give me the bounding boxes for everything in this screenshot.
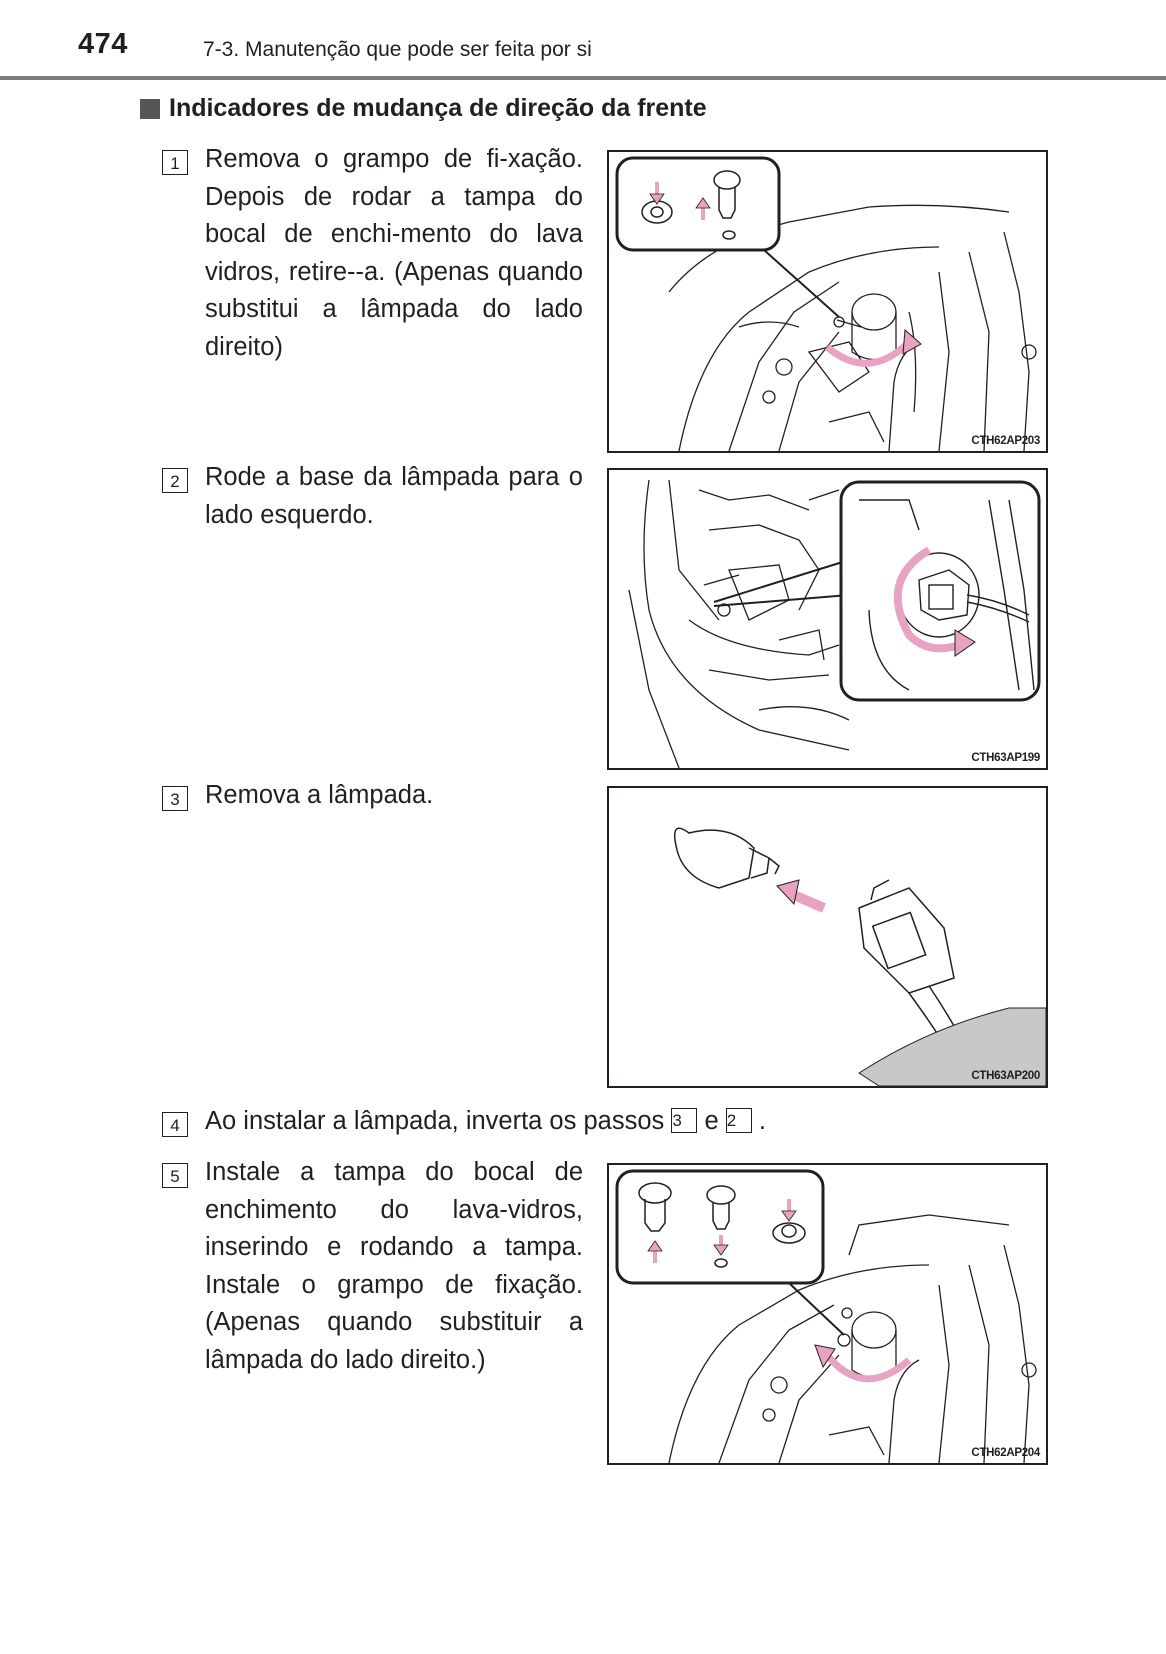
bulb-removal-illustration <box>674 827 1046 1086</box>
bulb-base-illustration <box>628 479 1041 768</box>
figure-step-5: CTH62AP204 <box>607 1163 1048 1465</box>
section-square-icon <box>140 98 160 119</box>
figure-step-3: CTH63AP200 <box>607 786 1048 1088</box>
step-number-3: 3 <box>162 786 188 811</box>
washer-cap-illustration <box>615 156 1037 451</box>
step-text-3: Remova a lâmpada. <box>205 781 434 809</box>
figure-code-5: CTH62AP204 <box>971 1447 1040 1459</box>
step-number-4: 4 <box>162 1112 188 1137</box>
section-title: Indicadores de mudança de direção da fre… <box>140 94 707 123</box>
step-text-5: Instale a tampa do bocal de enchimento d… <box>205 1158 583 1374</box>
chapter-title: 7-3. Manutenção que pode ser feita por s… <box>203 38 592 61</box>
step-ref-3: 3 <box>671 1108 698 1133</box>
figure-code-2: CTH63AP199 <box>971 752 1040 764</box>
step-4-text-between: e <box>704 1107 719 1135</box>
step-4-text-after: . <box>758 1107 766 1135</box>
section-title-text: Indicadores de mudança de direção da fre… <box>169 94 707 122</box>
figure-step-2: CTH63AP199 <box>607 468 1048 770</box>
figure-code-3: CTH63AP200 <box>971 1070 1040 1082</box>
figure-code-1: CTH62AP203 <box>971 435 1040 447</box>
step-number-1: 1 <box>162 150 188 175</box>
step-ref-2: 2 <box>725 1108 752 1133</box>
step-text-2: Rode a base da lâmpada para o lado esque… <box>205 463 583 529</box>
figure-step-1: CTH62AP203 <box>607 150 1048 453</box>
step-text-4: Ao instalar a lâmpada, inverta os passos… <box>205 1103 925 1141</box>
step-text-1: Remova o grampo de fi-xação. Depois de r… <box>205 145 583 361</box>
page-number: 474 <box>78 28 128 60</box>
step-4-text-before: Ao instalar a lâmpada, inverta os passos <box>205 1107 665 1135</box>
step-number-5: 5 <box>162 1163 188 1188</box>
step-number-2: 2 <box>162 468 188 493</box>
header-rule <box>0 76 1166 80</box>
washer-cap-install-illustration <box>615 1169 1037 1463</box>
